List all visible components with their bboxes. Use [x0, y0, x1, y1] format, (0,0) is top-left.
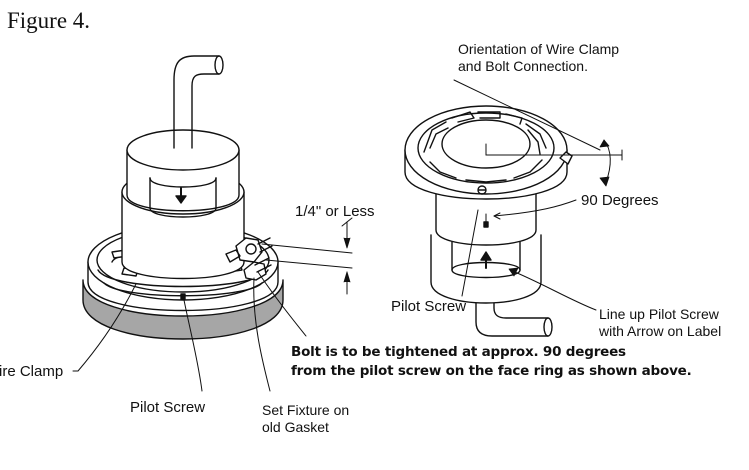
quarter-inch-label: 1/4" or Less	[295, 203, 375, 220]
set-fixture-label: Set Fixture on old Gasket	[262, 402, 349, 436]
bolt-note-line-1: Bolt is to be tightened at approx. 90 de…	[291, 344, 626, 360]
wire-clamp-label: ire Clamp	[0, 363, 64, 380]
line-up-line-1: Line up Pilot Screw	[599, 306, 719, 322]
bolt-note: Bolt is to be tightened at approx. 90 de…	[291, 343, 692, 381]
bolt-note-line-2: from the pilot screw on the face ring as…	[291, 363, 692, 379]
left-fixture-drawing	[72, 55, 353, 392]
pilot-screw-left-label: Pilot Screw	[130, 399, 206, 416]
right-fixture-drawing	[404, 79, 623, 337]
set-fixture-line-2: old Gasket	[262, 419, 329, 435]
set-fixture-line-1: Set Fixture on	[262, 402, 350, 418]
orientation-line-1: Orientation of Wire Clamp	[458, 41, 620, 57]
line-up-label: Line up Pilot Screw with Arrow on Label	[599, 306, 721, 340]
gasket-ring	[82, 279, 284, 340]
line-up-line-2: with Arrow on Label	[599, 323, 722, 339]
orientation-label: Orientation of Wire Clamp and Bolt Conne…	[458, 41, 619, 75]
ninety-degrees-label: 90 Degrees	[581, 192, 659, 209]
figure-title: Figure 4.	[7, 8, 91, 33]
pilot-screw-right-label: Pilot Screw	[391, 298, 467, 315]
orientation-line-2: and Bolt Connection.	[458, 58, 588, 74]
